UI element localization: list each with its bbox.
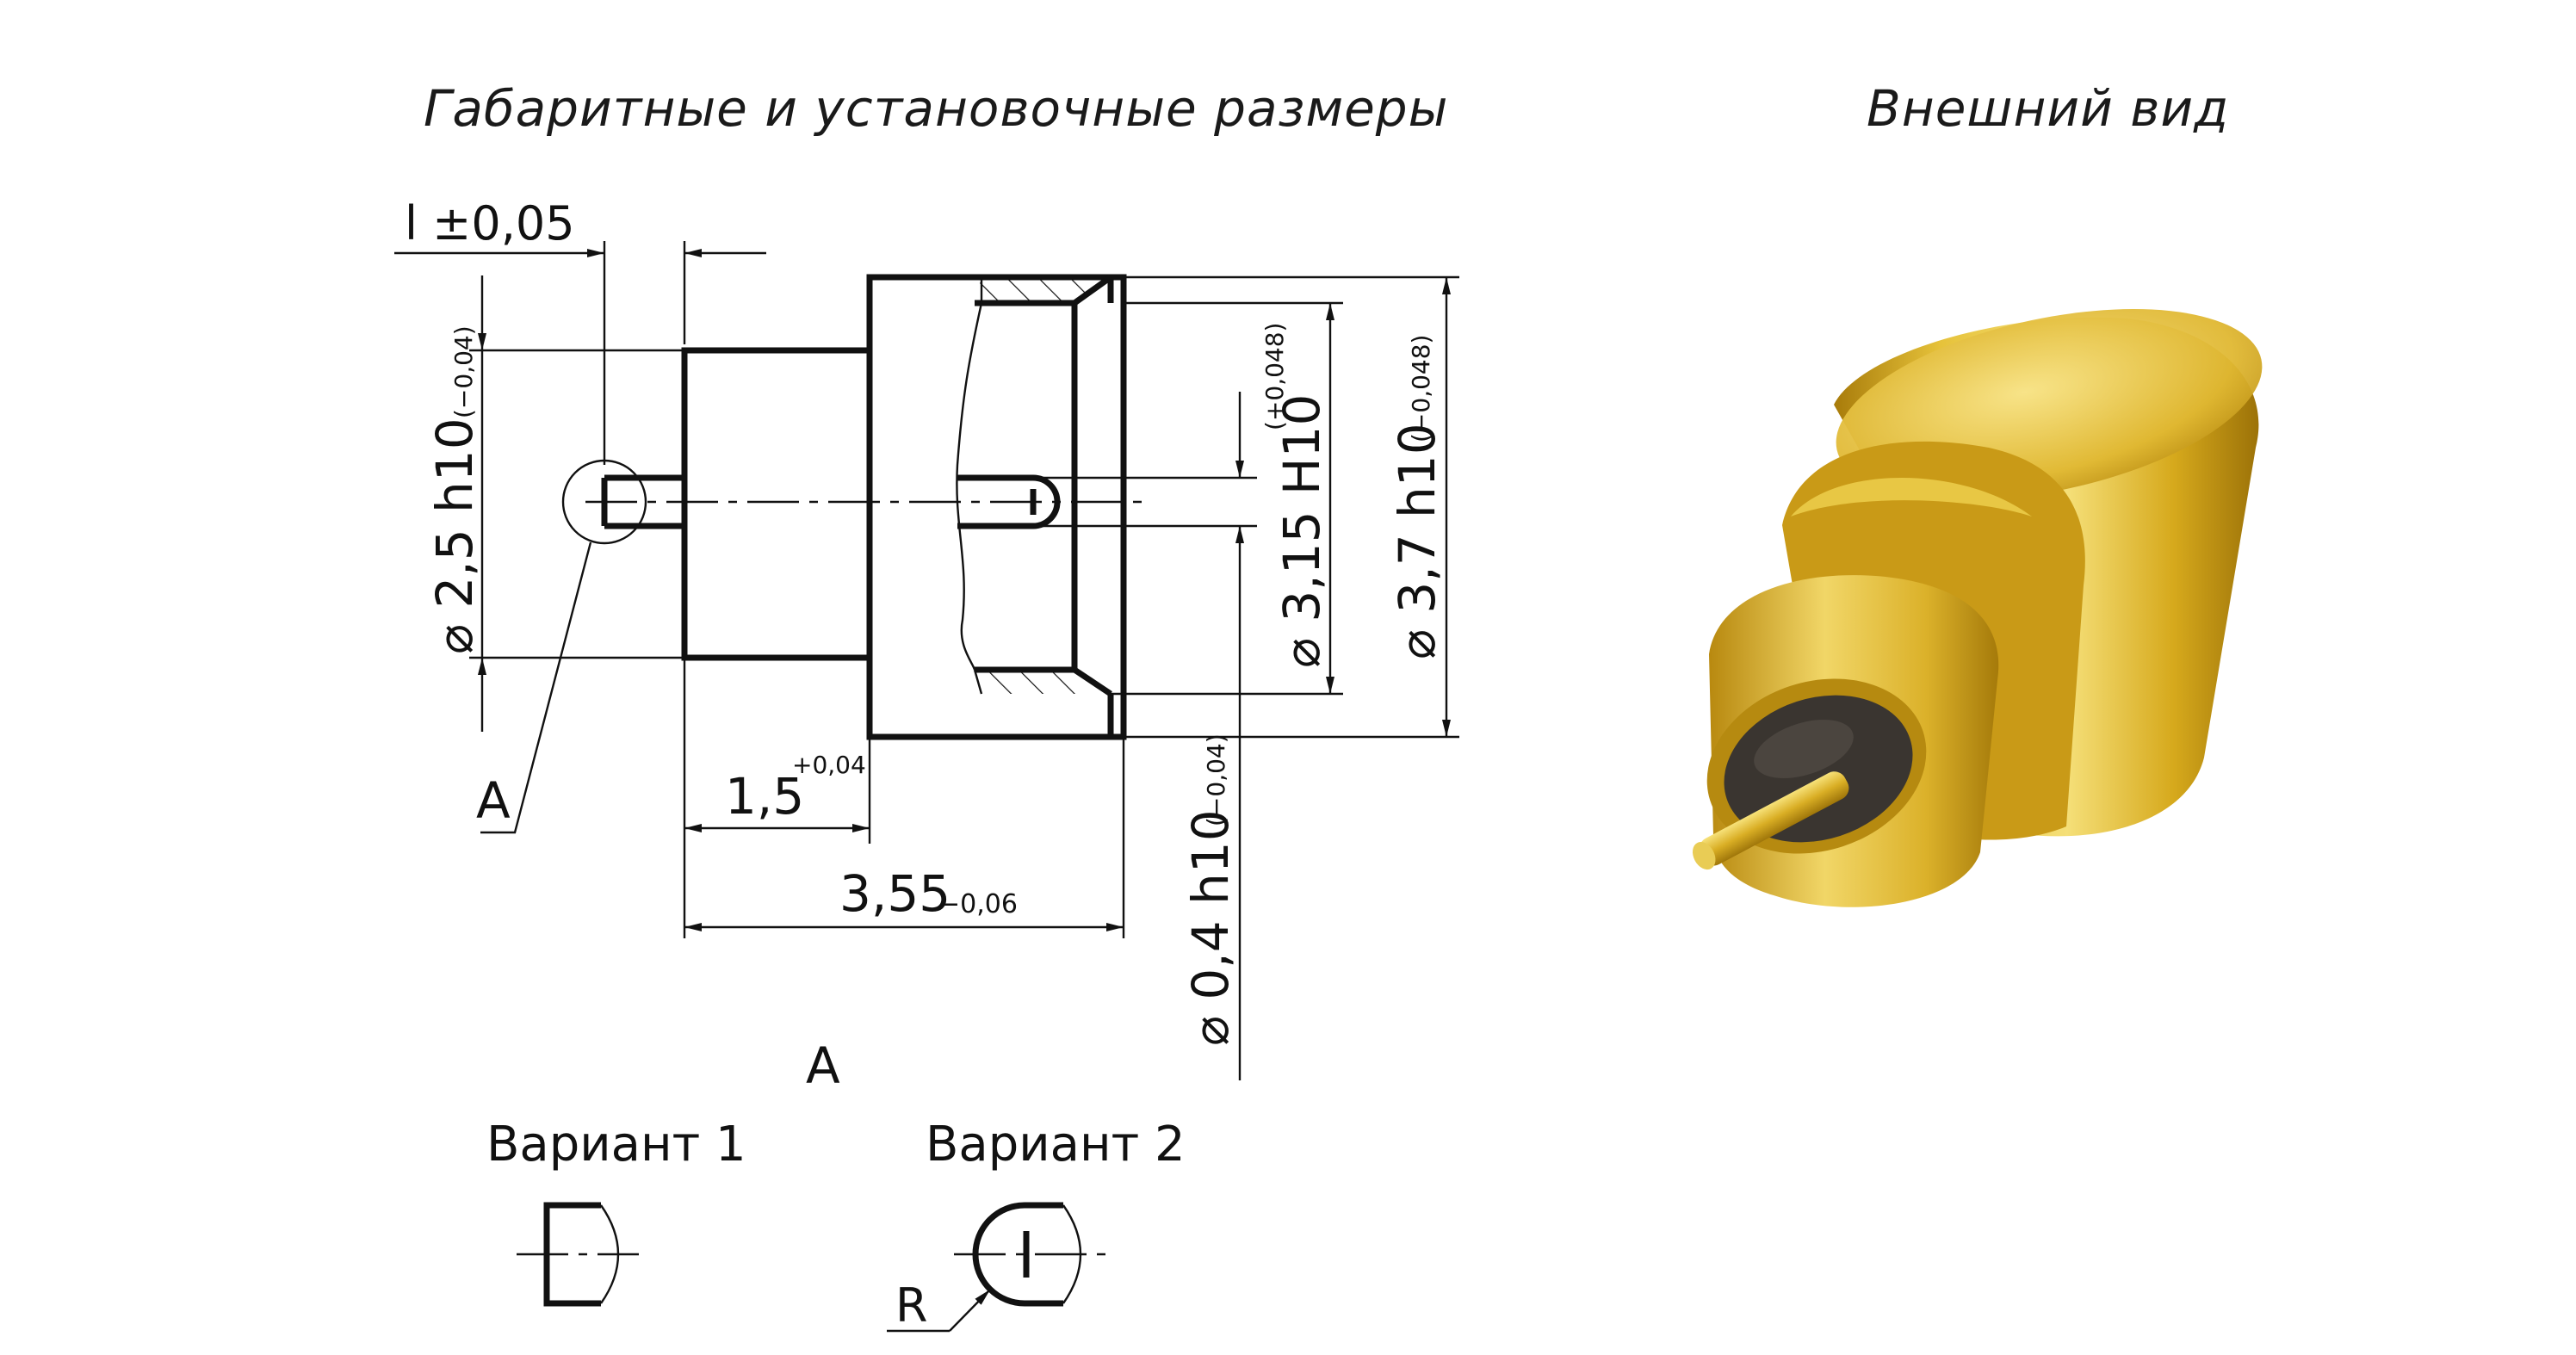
dim-d25: ⌀ 2,5 h10 <box>425 418 484 654</box>
detail-view-label: A <box>806 1036 840 1095</box>
dim-d04: ⌀ 0,4 h10 <box>1181 809 1240 1046</box>
dim-d25-tol: (−0,04) <box>449 325 478 418</box>
variant-2-shape: R <box>887 1202 1106 1333</box>
callout-a-label: A <box>476 771 511 830</box>
variant-1-label: Вариант 1 <box>486 1117 746 1172</box>
dim-len355: 3,55 <box>839 864 951 923</box>
dim-d04-tol: (−0,04) <box>1202 733 1230 826</box>
hatch-bottom <box>975 670 1111 694</box>
connector-photo <box>1692 309 2263 907</box>
connector-section-view <box>561 274 1145 740</box>
small-body-outline <box>681 347 873 661</box>
variant-1-shape <box>517 1202 639 1307</box>
dim-d315: ⌀ 3,15 H10 <box>1273 394 1331 668</box>
dim-d37: ⌀ 3,7 h10 <box>1388 423 1446 659</box>
dim-len15: 1,5 <box>725 767 804 826</box>
hatch-top <box>975 277 1111 303</box>
variant-2-label: Вариант 2 <box>926 1117 1186 1172</box>
dim-l-tolerance: l ±0,05 <box>405 196 575 251</box>
dim-len355-tol: −0,06 <box>938 889 1018 919</box>
dimensions-title: Габаритные и установочные размеры <box>424 79 1449 138</box>
pin <box>1692 771 1849 870</box>
detail-view-a: A Вариант 1 Вариант 2 R <box>486 1036 1186 1333</box>
appearance-title: Внешний вид <box>1867 79 2230 138</box>
dim-d37-tol: (−0,048) <box>1407 335 1435 442</box>
dim-len15-tol: +0,04 <box>792 751 866 779</box>
break-line <box>956 302 983 671</box>
dimension-lines: l ±0,05 ⌀ 2,5 h10 (−0,04) ⌀ 3,15 H10 (+0… <box>394 196 1459 1080</box>
dim-d315-tol: (+0,048) <box>1260 323 1289 430</box>
radius-label: R <box>895 1278 928 1333</box>
